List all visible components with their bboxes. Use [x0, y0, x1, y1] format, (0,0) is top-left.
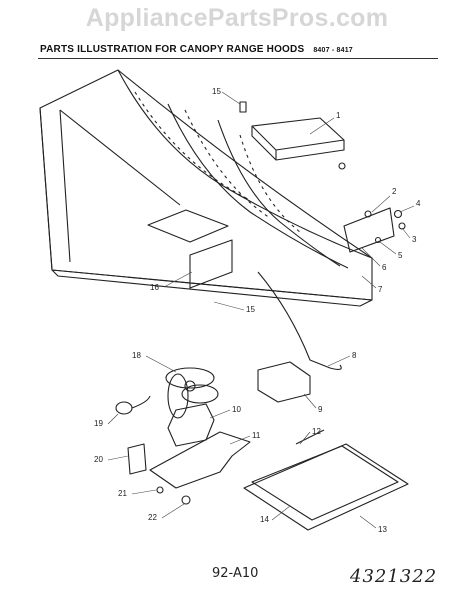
callout-15-lower: 15	[246, 305, 255, 314]
callout-14: 14	[260, 515, 269, 524]
callout-19: 19	[94, 419, 103, 428]
callout-20: 20	[94, 455, 103, 464]
part-20-bracket	[127, 443, 147, 475]
motor-plate	[147, 209, 229, 243]
handwritten-part-number: 4321322	[350, 566, 438, 587]
callout-5: 5	[398, 251, 403, 260]
part-1-light-box	[251, 117, 345, 161]
hood-seam	[134, 91, 301, 233]
hood-inner-wall	[59, 109, 181, 263]
callout-labels: 15 1 2 4 3 5 6 7 16 15 8 9 18 10 19 11 1…	[94, 87, 421, 534]
watermark: AppliancePartsPros.com	[85, 4, 389, 32]
callout-18: 18	[132, 351, 141, 360]
callout-1: 1	[336, 111, 341, 120]
callout-22: 22	[148, 513, 157, 522]
part-10-motor	[167, 403, 215, 447]
callout-8: 8	[352, 351, 357, 360]
callout-3: 3	[412, 235, 417, 244]
callout-21: 21	[118, 489, 127, 498]
hood-rim	[51, 269, 373, 307]
part-8-wire	[257, 271, 342, 371]
callout-15-top: 15	[212, 87, 221, 96]
part-15-screw-top	[239, 101, 247, 113]
switch-bracket	[343, 207, 395, 253]
callout-10: 10	[232, 405, 241, 414]
part-14-filter	[243, 443, 409, 531]
part-2-knob	[364, 210, 372, 218]
hood-curve-inner	[217, 119, 341, 267]
part-21-screw	[156, 486, 164, 494]
part-4-knob	[393, 209, 403, 219]
page-code: 92-A10	[212, 566, 259, 581]
callout-9: 9	[318, 405, 323, 414]
model-numbers: 8407 - 8417	[313, 47, 353, 54]
part-1-screw	[338, 162, 346, 170]
page-header: PARTS ILLUSTRATION FOR CANOPY RANGE HOOD…	[40, 44, 353, 55]
callout-11: 11	[252, 431, 261, 440]
callout-7: 7	[378, 285, 383, 294]
hood-canopy	[39, 69, 373, 301]
motor-bracket-16	[189, 239, 233, 289]
part-18-fan-blade	[165, 367, 219, 419]
hood-front-edge	[39, 107, 53, 271]
hood-curve-mid	[167, 103, 349, 269]
part-13-filter-frame	[251, 445, 399, 521]
part-12-clip	[295, 429, 325, 445]
callout-13: 13	[378, 525, 387, 534]
leader-lines	[107, 91, 415, 529]
callout-6: 6	[382, 263, 387, 272]
part-19-capacitor	[115, 395, 151, 415]
part-9-junction-box	[257, 361, 311, 403]
callout-4: 4	[416, 199, 421, 208]
hood-curve-outer	[117, 69, 373, 259]
part-3-switch	[398, 222, 406, 230]
header-rule	[38, 58, 438, 59]
part-5-switch	[374, 236, 382, 244]
callout-2: 2	[392, 187, 397, 196]
part-11-mount-plate	[149, 431, 251, 489]
part-22-nut	[181, 495, 191, 505]
callout-12: 12	[312, 427, 321, 436]
callout-16: 16	[150, 283, 159, 292]
page-title: PARTS ILLUSTRATION FOR CANOPY RANGE HOOD…	[40, 44, 305, 55]
